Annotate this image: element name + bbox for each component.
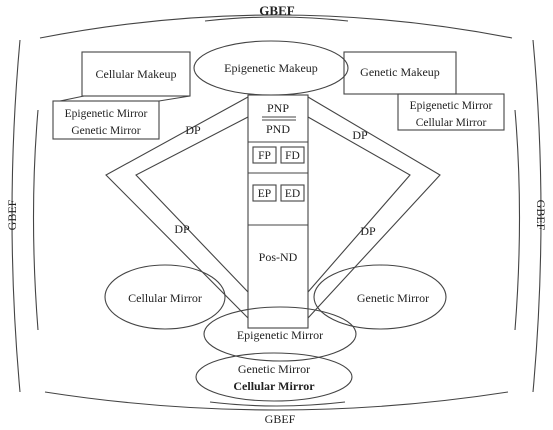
ep-label: EP [258,188,271,200]
dp-lower-left-label: DP [174,222,190,236]
genetic-makeup-label: Genetic Makeup [360,65,440,79]
fd-box [280,146,305,164]
left-mirror-box [52,100,160,140]
dp-upper-right-label: DP [352,128,368,142]
epigenetic-makeup-ellipse [193,40,349,96]
gbef-left-label: GBEF [5,199,19,230]
bottom-mirror-line1: Genetic Mirror [238,362,310,376]
ep-box [252,184,277,202]
genetic-mirror-ellipse [313,264,447,330]
dp-left-inner [135,116,249,293]
frame-arc-right-inner [514,109,521,331]
left-mirror-line1: Epigenetic Mirror [65,108,148,120]
cellular-mirror-label: Cellular Mirror [128,291,202,305]
pnp-label: PNP [267,101,289,115]
frame-arc-left-inner [32,109,39,331]
ed-label: ED [285,188,300,200]
frame-arc-bottom-outer [44,391,509,411]
dp-left-outer [105,96,249,319]
dp-right-outer [307,96,441,319]
dp-right-inner [307,116,411,293]
fp-label: FP [258,150,271,162]
frame-arc-left-outer [11,39,21,393]
left-mirror-line2: Genetic Mirror [71,125,140,137]
fp-box [252,146,277,164]
dp-upper-left-label: DP [185,123,201,137]
pnd-label: PND [266,122,290,136]
cellular-mirror-ellipse [104,264,226,330]
epigenetic-mirror-ellipse [203,306,357,362]
pos-nd-label: Pos-ND [259,250,298,264]
frame-arc-top-outer [39,14,513,39]
frame-arc-right-outer [532,39,542,393]
frame-arc-top-inner [204,16,349,22]
right-mirror-box [397,93,505,131]
epigenetic-makeup-label: Epigenetic Makeup [224,61,318,75]
bottom-mirror-line2: Cellular Mirror [233,379,315,393]
gbef-bottom-label: GBEF [265,412,296,426]
fd-label: FD [285,150,300,162]
genetic-mirror-label: Genetic Mirror [357,291,429,305]
frame-arc-bottom-inner [209,401,346,407]
epigenetic-mirror-label: Epigenetic Mirror [237,328,323,342]
dp-lower-right-label: DP [360,224,376,238]
bottom-mirror-ellipse [195,352,353,402]
gbef-right-label: GBEF [534,200,548,231]
ed-box [280,184,305,202]
gbef-top-label: GBEF [259,3,294,18]
cellular-makeup-box [81,51,191,97]
right-mirror-line1: Epigenetic Mirror [410,100,493,112]
right-mirror-line2: Cellular Mirror [416,117,487,129]
cellular-makeup-connector [59,95,191,102]
cellular-makeup-label: Cellular Makeup [96,67,177,81]
